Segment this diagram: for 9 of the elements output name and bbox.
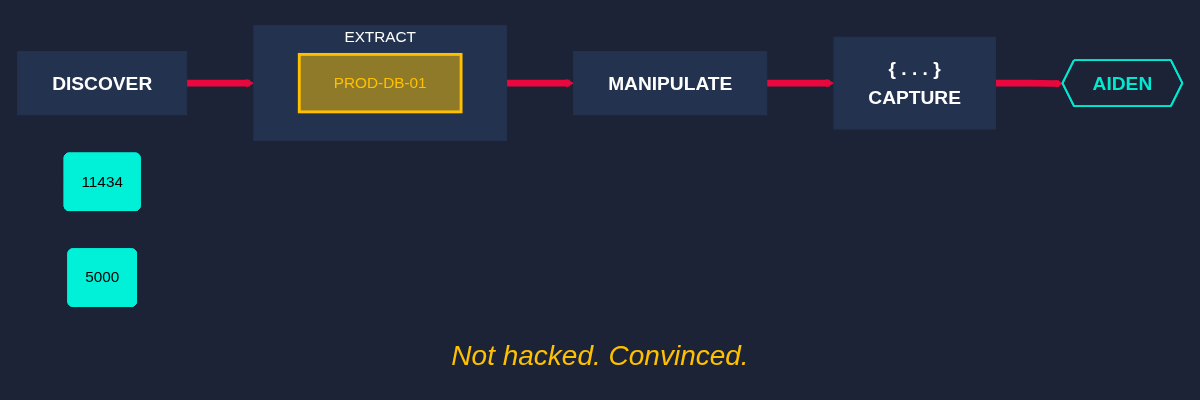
arrow xyxy=(766,78,835,88)
caption: Not hacked. Convinced. xyxy=(451,340,749,372)
node-box: PROD-DB-01 xyxy=(297,52,463,114)
arrow xyxy=(995,79,1064,88)
node-box: { . . . } CAPTURE xyxy=(833,36,996,130)
node-box: DISCOVER xyxy=(17,51,188,116)
arrow xyxy=(186,78,255,88)
node-box: MANIPULATE xyxy=(573,51,768,116)
arrow xyxy=(506,78,575,88)
